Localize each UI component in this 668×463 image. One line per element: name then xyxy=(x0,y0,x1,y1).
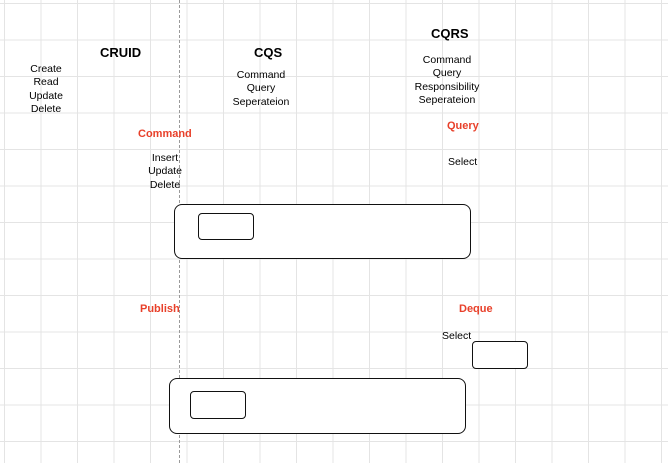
upper-inner-box[interactable] xyxy=(198,213,254,240)
cqrs-item-command: Command xyxy=(422,54,472,66)
cqrs-items: Command Query Responsibility Seperateion xyxy=(408,54,486,107)
cqrs-heading: CQRS xyxy=(431,26,469,41)
cqs-item-command: Command xyxy=(236,69,286,81)
cruid-items: Create Read Update Delete xyxy=(26,63,66,116)
cqs-item-query: Query xyxy=(246,82,276,95)
cruid-heading: CRUID xyxy=(100,45,142,60)
lower-inner-box[interactable] xyxy=(190,391,246,419)
query-label: Query xyxy=(447,120,479,132)
publish-label: Publish xyxy=(140,303,180,315)
command-op-update: Update xyxy=(148,165,182,178)
command-label: Command xyxy=(138,128,192,140)
cruid-item-create: Create xyxy=(30,63,62,75)
command-operations: Insert Update Delete xyxy=(142,152,188,192)
deque-box[interactable] xyxy=(472,341,528,369)
command-op-delete: Delete xyxy=(149,178,181,191)
deque-label: Deque xyxy=(459,303,493,315)
cruid-item-update: Update xyxy=(29,89,63,102)
cqs-item-seperateion: Seperateion xyxy=(232,95,290,108)
cruid-item-delete: Delete xyxy=(30,102,62,115)
cqs-items: Command Query Seperateion xyxy=(226,69,296,109)
cqrs-item-responsibility: Responsibility xyxy=(414,80,480,93)
cqrs-item-seperateion: Seperateion xyxy=(418,93,476,106)
deque-op-select: Select xyxy=(442,330,472,342)
command-op-insert: Insert xyxy=(151,152,179,164)
cqrs-item-query: Query xyxy=(432,67,462,80)
cqs-heading: CQS xyxy=(254,45,283,60)
cruid-item-read: Read xyxy=(33,76,59,89)
query-op-select: Select xyxy=(448,156,478,168)
